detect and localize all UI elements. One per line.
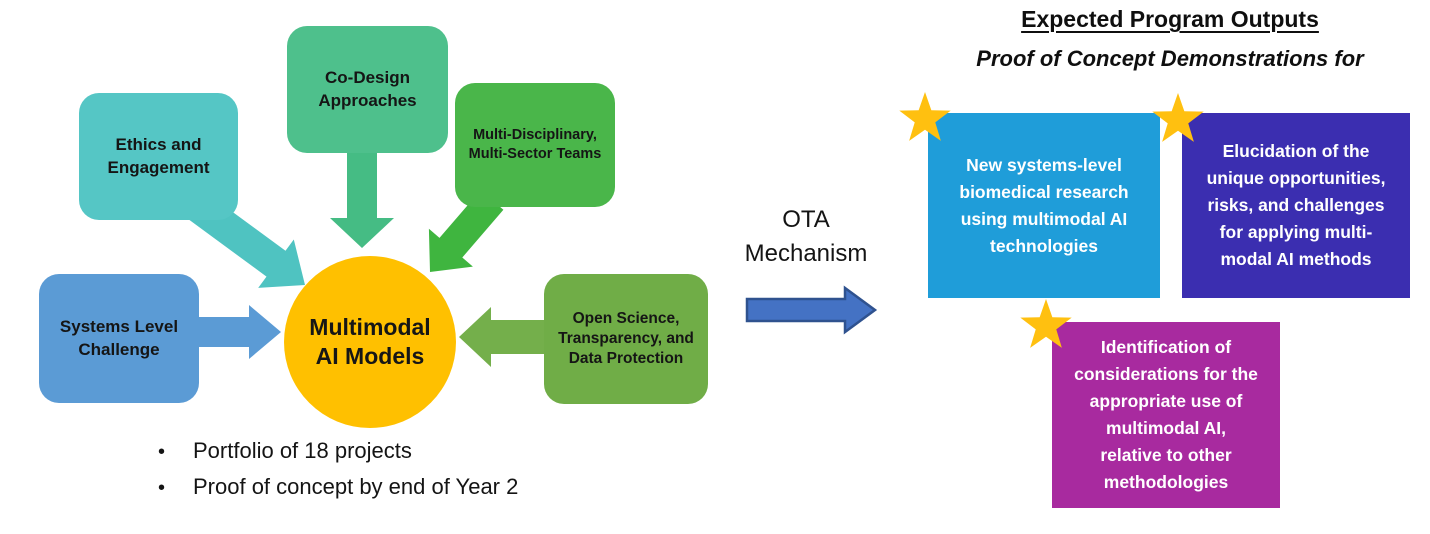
input-box-systems-level: Systems Level Challenge <box>39 274 199 403</box>
ota-mechanism-label: OTA Mechanism <box>744 206 868 267</box>
outputs-title: Expected Program Outputs <box>1021 6 1319 32</box>
input-box-open-science-label: Open Science, Transparency, and Data Pro… <box>558 309 694 368</box>
bullet-dot-icon: • <box>158 477 166 499</box>
arrow-systems-to-center-icon <box>195 305 281 359</box>
output-box-new-systems-research-label: New systems-level biomedical research us… <box>959 154 1129 256</box>
output-box-elucidation: Elucidation of the unique opportunities,… <box>1182 113 1410 298</box>
outputs-header: Expected Program Outputs Proof of Concep… <box>929 6 1411 72</box>
output-box-new-systems-research: New systems-level biomedical research us… <box>928 113 1160 298</box>
bullet-item: • Proof of concept by end of Year 2 <box>150 474 518 510</box>
bullet-dot-icon: • <box>158 441 166 463</box>
input-box-ethics-label: Ethics and Engagement <box>107 135 210 177</box>
bullet-item-text: Portfolio of 18 projects <box>193 438 412 463</box>
bullet-list: • Portfolio of 18 projects • Proof of co… <box>150 438 518 510</box>
bullet-item-text: Proof of concept by end of Year 2 <box>193 474 519 499</box>
output-box-elucidation-label: Elucidation of the unique opportunities,… <box>1206 141 1386 269</box>
output-box-identification-label: Identification of considerations for the… <box>1074 337 1258 492</box>
ota-arrow-icon <box>745 285 878 335</box>
input-box-systems-level-label: Systems Level Challenge <box>59 317 179 359</box>
input-box-ethics: Ethics and Engagement <box>79 93 238 220</box>
center-circle-multimodal-ai: Multimodal AI Models <box>284 256 456 428</box>
input-box-codesign-label: Co-Design Approaches <box>318 68 417 110</box>
input-box-multidisciplinary-label: Multi-Disciplinary, Multi-Sector Teams <box>468 127 602 162</box>
output-box-identification: Identification of considerations for the… <box>1052 322 1280 508</box>
input-box-multidisciplinary: Multi-Disciplinary, Multi-Sector Teams <box>455 83 615 207</box>
arrow-codesign-to-center-icon <box>330 150 394 248</box>
center-circle-label: Multimodal AI Models <box>309 313 431 369</box>
input-box-open-science: Open Science, Transparency, and Data Pro… <box>544 274 708 404</box>
input-box-codesign: Co-Design Approaches <box>287 26 448 153</box>
outputs-subtitle: Proof of Concept Demonstrations for <box>976 46 1364 71</box>
bullet-item: • Portfolio of 18 projects <box>150 438 518 474</box>
arrow-open-to-center-icon <box>459 307 548 367</box>
